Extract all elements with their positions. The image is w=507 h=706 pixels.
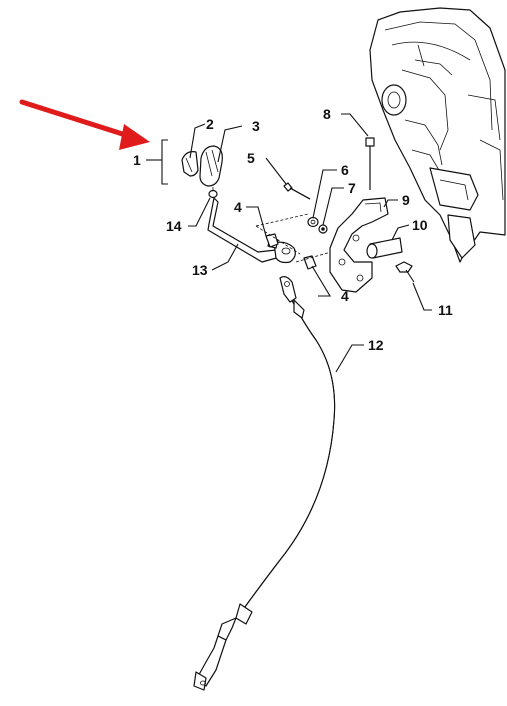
callout-1: 1 bbox=[133, 152, 141, 168]
screw-part-11 bbox=[395, 261, 415, 283]
ring-part-14 bbox=[208, 187, 218, 199]
callout-4-lower: 4 bbox=[341, 288, 349, 304]
callout-7: 7 bbox=[348, 180, 356, 196]
bushing-part-4-upper bbox=[265, 233, 279, 248]
callout-5: 5 bbox=[247, 150, 255, 166]
callout-12: 12 bbox=[368, 337, 384, 353]
callout-6: 6 bbox=[341, 162, 349, 178]
callout-10: 10 bbox=[412, 217, 428, 233]
gear-knob-part-3 bbox=[199, 145, 223, 187]
callout-3: 3 bbox=[252, 118, 260, 134]
callout-11: 11 bbox=[438, 302, 453, 318]
knob-cover-part-2 bbox=[181, 151, 199, 177]
washer-part-7 bbox=[318, 224, 328, 234]
pin-part-10 bbox=[366, 237, 403, 259]
red-pointer-arrow bbox=[19, 99, 150, 150]
callout-8: 8 bbox=[323, 106, 331, 122]
bracket-part-9 bbox=[329, 197, 389, 293]
bolt-part-8 bbox=[365, 137, 375, 190]
shift-lever-part-13 bbox=[207, 197, 296, 264]
bushing-part-4-lower bbox=[255, 213, 339, 270]
leader-lines bbox=[146, 113, 432, 373]
callout-2: 2 bbox=[206, 116, 214, 132]
callout-4-upper: 4 bbox=[234, 199, 242, 215]
callout-13: 13 bbox=[192, 262, 208, 278]
callout-9: 9 bbox=[402, 192, 410, 208]
nut-part-6 bbox=[307, 216, 319, 228]
callout-14: 14 bbox=[166, 218, 182, 234]
callout-labels: 1 2 3 4 4 5 6 7 8 9 10 11 12 13 14 bbox=[133, 106, 453, 353]
bolt-part-5 bbox=[283, 182, 311, 200]
vehicle-body-panel bbox=[369, 7, 506, 263]
shift-cable-part-12 bbox=[193, 276, 336, 691]
